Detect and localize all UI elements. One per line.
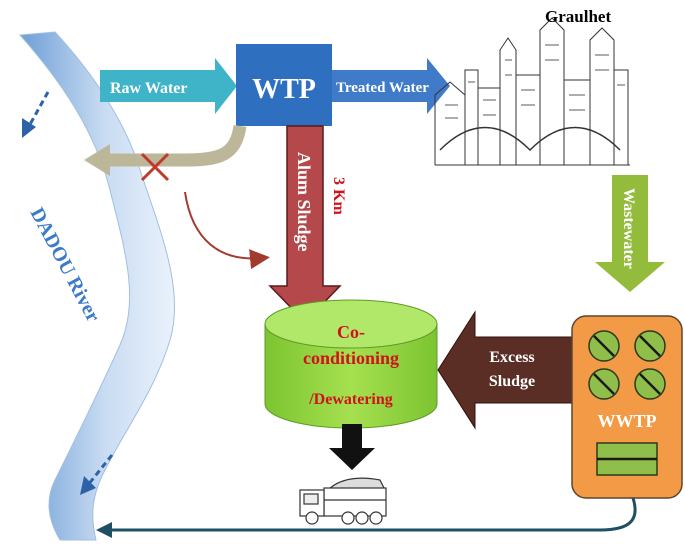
graulhet-town-illustration [434, 17, 630, 166]
excess-sludge-line2: Sludge [489, 373, 535, 390]
wastewater-arrow: Wastewater [595, 175, 665, 292]
co-conditioning-line2: conditioning [303, 348, 399, 368]
alum-sludge-label: Alum Sludge [294, 152, 314, 252]
curved-arrow [184, 191, 270, 270]
raw-water-arrow: Raw Water [100, 58, 237, 114]
raw-water-label: Raw Water [110, 80, 187, 97]
dewatered-sludge-arrow [329, 424, 375, 470]
river-flow-arrow-bottom [86, 454, 114, 486]
river-flow-arrowhead-top [22, 118, 36, 138]
river-flow-arrow-top [26, 91, 50, 129]
city-label: Graulhet [545, 7, 611, 26]
excess-sludge-line1: Excess [489, 349, 534, 366]
river: DADOU River [18, 31, 176, 541]
alum-sludge-arrow: Alum Sludge [268, 125, 342, 324]
treated-water-arrow: Treated Water [332, 58, 450, 114]
excess-sludge-arrow: Excess Sludge [437, 310, 573, 430]
wwtp-clarifier-icons [588, 330, 666, 400]
discharge-to-river-arrow [84, 124, 247, 176]
wwtp-box: WWTP [571, 315, 683, 499]
river-label: DADOU River [26, 204, 105, 326]
wtp-label: WTP [252, 74, 316, 105]
co-conditioning-cylinder: Co- conditioning /Dewatering [264, 299, 438, 429]
co-conditioning-line3: /Dewatering [308, 391, 393, 408]
distance-label: 3 Km [330, 177, 347, 215]
truck-icon [299, 477, 387, 525]
blocked-cross-mark [140, 152, 170, 182]
river-flow-arrowhead-bottom [80, 476, 96, 495]
wwtp-basin-icon [596, 442, 658, 476]
treated-water-label: Treated Water [336, 80, 429, 96]
wtp-box: WTP [236, 44, 332, 126]
wastewater-label: Wastewater [620, 188, 637, 269]
co-conditioning-line1: Co- [337, 322, 365, 342]
outlet-to-river-line [96, 497, 637, 538]
wwtp-label: WWTP [597, 411, 656, 431]
